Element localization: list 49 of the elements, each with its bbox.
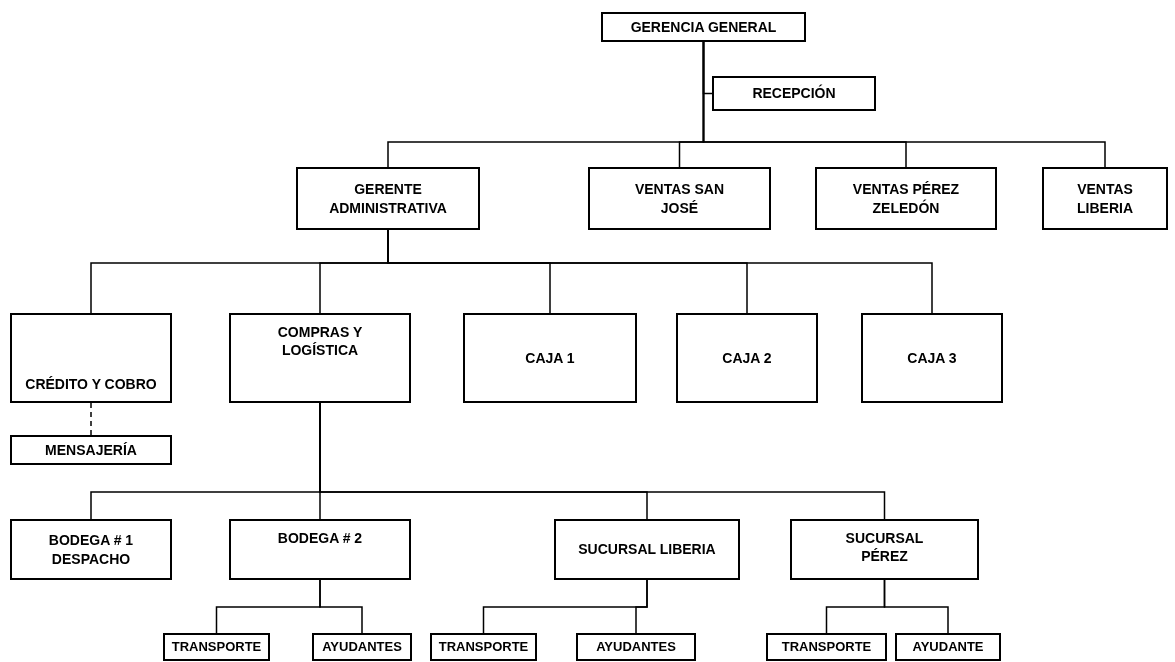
connector-line	[883, 579, 949, 634]
org-box	[815, 167, 997, 230]
org-box	[229, 313, 411, 403]
connector-line	[702, 41, 1106, 168]
org-box	[229, 519, 411, 580]
box-title: COMPRAS Y LOGÍSTICA	[276, 323, 364, 360]
box-title: RECEPCIÓN	[752, 84, 836, 103]
box-title: AYUDANTE	[912, 638, 984, 656]
box-title: VENTAS SAN JOSÉ	[633, 180, 726, 217]
box-title: CAJA 2	[722, 348, 772, 368]
org-box	[296, 167, 480, 230]
org-box	[790, 519, 979, 580]
org-box	[712, 76, 876, 111]
org-box	[430, 633, 537, 661]
connector-line	[319, 579, 363, 634]
org-box	[10, 435, 172, 465]
box-title: BODEGA # 2	[277, 529, 363, 548]
box-title: MENSAJERÍA	[45, 440, 137, 460]
org-box	[676, 313, 818, 403]
box-title: SUCURSAL LIBERIA	[578, 540, 716, 559]
box-title: SUCURSAL PÉREZ	[844, 529, 925, 566]
org-box	[10, 519, 172, 580]
org-box	[554, 519, 740, 580]
box-title: GERENTE ADMINISTRATIVA	[328, 180, 448, 217]
box-title: AYUDANTES	[596, 638, 676, 656]
org-box	[588, 167, 771, 230]
box-title: AYUDANTES	[322, 638, 402, 656]
org-box	[601, 12, 806, 42]
box-title: GERENCIA GENERAL	[630, 17, 777, 37]
box-title: VENTAS LIBERIA	[1076, 180, 1134, 217]
connector-line	[635, 579, 648, 634]
box-title: TRANSPORTE	[438, 638, 529, 656]
connector-line	[90, 402, 92, 436]
org-box	[895, 633, 1001, 661]
box-title: BODEGA # 1 DESPACHO	[47, 531, 135, 568]
org-box	[766, 633, 887, 661]
box-title: VENTAS PÉREZ ZELEDÓN	[851, 180, 961, 217]
org-box	[10, 313, 172, 403]
box-title: TRANSPORTE	[781, 638, 872, 656]
box-title: CAJA 1	[525, 348, 575, 368]
box-title: TRANSPORTE	[171, 638, 262, 656]
org-box	[463, 313, 637, 403]
org-box	[1042, 167, 1168, 230]
org-box	[312, 633, 412, 661]
box-title: CRÉDITO Y COBRO	[25, 374, 157, 393]
org-box	[163, 633, 270, 661]
box-title: CAJA 3	[907, 348, 957, 368]
org-box	[576, 633, 696, 661]
org-box	[861, 313, 1003, 403]
